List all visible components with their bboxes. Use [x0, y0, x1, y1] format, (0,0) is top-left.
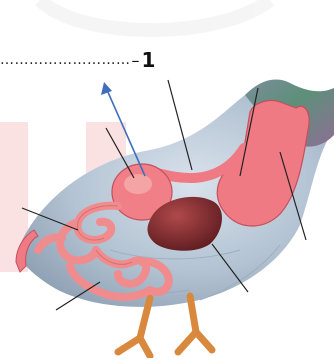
label-number: 1 [142, 48, 156, 72]
label-dash: – [132, 51, 140, 70]
answer-blank: ……………………… [0, 52, 131, 68]
label-1: ……………………… – 1 [0, 48, 155, 72]
